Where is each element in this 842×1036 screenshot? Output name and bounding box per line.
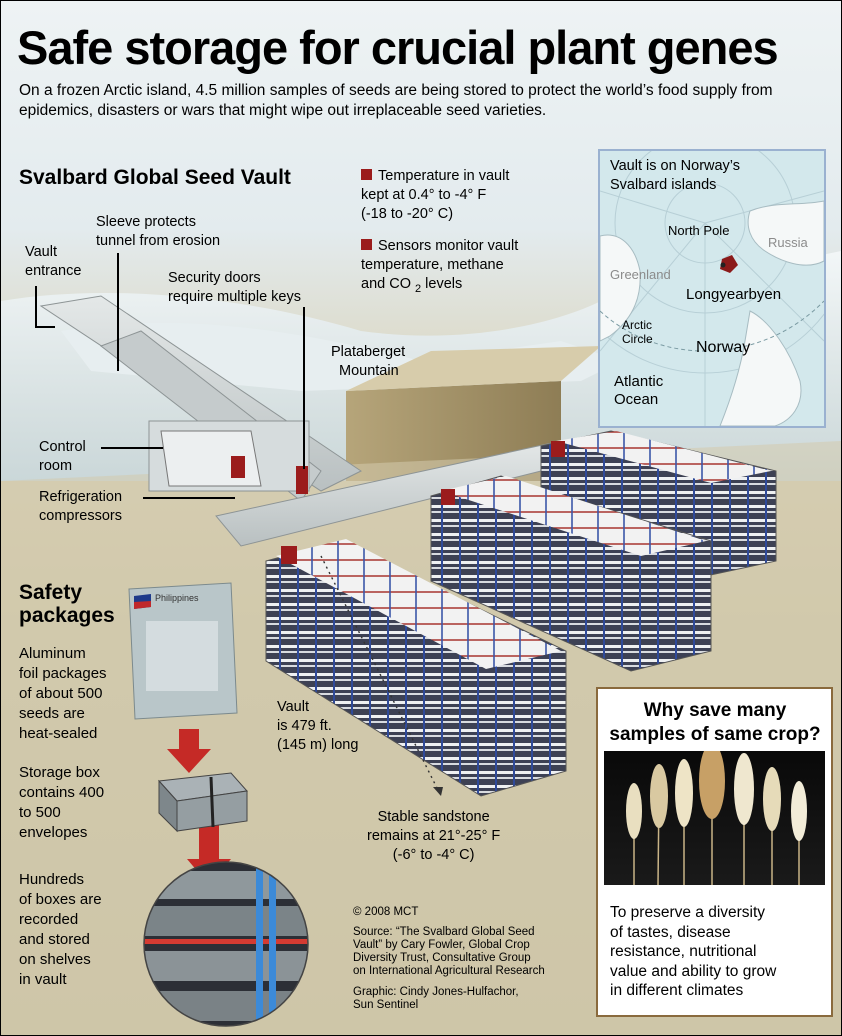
sensors-note: Sensors monitor vault temperature, metha…: [361, 238, 519, 295]
vault-hall-middle: [430, 475, 712, 672]
package-country-label: Philippines: [155, 593, 199, 603]
temperature-note: Temperature in vault kept at 0.4° to -4°…: [361, 168, 510, 222]
map-label-russia: Russia: [768, 235, 808, 250]
leader-refrigeration: [143, 497, 235, 499]
page-subtitle: On a frozen Arctic island, 4.5 million s…: [19, 82, 773, 119]
storage-box-illustration: [157, 772, 248, 833]
graphic-credit: Graphic: Cindy Jones-Hulfachor,Sun Senti…: [353, 986, 519, 1011]
vault-hall-front: [265, 539, 567, 797]
leader-vault-entrance: [35, 286, 37, 328]
map-graphic: [600, 151, 824, 426]
wheat-ears-illustration: [626, 743, 807, 886]
foil-package-illustration: [128, 582, 238, 720]
map-label-greenland: Greenland: [610, 267, 671, 282]
map-label-longyearbyen: Longyearbyen: [686, 286, 782, 303]
map-label-norway: Norway: [696, 339, 751, 356]
copyright: © 2008 MCT: [353, 906, 419, 918]
page-title: Safe storage for crucial plant genes: [17, 21, 779, 74]
temperature-bullet-icon: [361, 169, 372, 180]
leader-control-room: [101, 447, 163, 449]
wheat-photo: [604, 743, 825, 886]
leader-security-doors: [303, 307, 305, 469]
leader-vault-entrance-foot: [35, 326, 55, 328]
map-label-north-pole: North Pole: [668, 223, 730, 238]
why-header: [598, 689, 831, 753]
leader-sleeve: [117, 253, 119, 371]
vault-heading: Svalbard Global Seed Vault: [19, 166, 291, 189]
stored-boxes-illustration: [143, 861, 309, 1027]
sensors-bullet-icon: [361, 239, 372, 250]
